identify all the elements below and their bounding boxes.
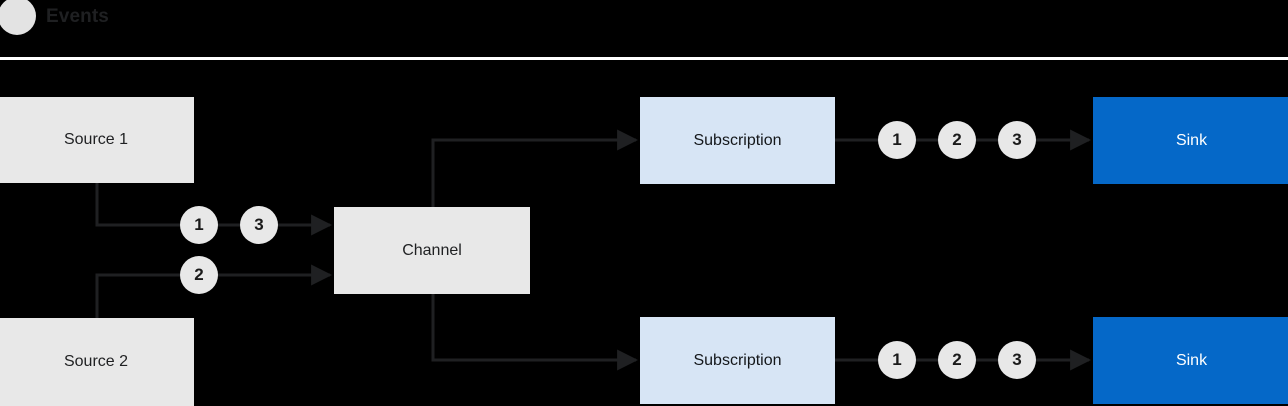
event-token: 2	[938, 121, 976, 159]
event-token: 2	[938, 341, 976, 379]
node-subscription-bottom[interactable]: Subscription	[640, 317, 835, 404]
node-sink-top[interactable]: Sink	[1093, 97, 1288, 184]
event-token: 1	[180, 206, 218, 244]
event-token: 3	[998, 341, 1036, 379]
event-token: 3	[998, 121, 1036, 159]
page-title: Events	[46, 6, 109, 27]
node-channel[interactable]: Channel	[334, 207, 530, 294]
event-token: 2	[180, 256, 218, 294]
event-token: 1	[878, 341, 916, 379]
event-token: 3	[240, 206, 278, 244]
node-source-2[interactable]: Source 2	[0, 318, 194, 406]
node-source-1[interactable]: Source 1	[0, 97, 194, 183]
wire-channel-to-subscription-top	[431, 129, 639, 207]
wire-channel-to-subscription-bottom	[431, 294, 639, 371]
node-subscription-top[interactable]: Subscription	[640, 97, 835, 184]
event-token: 1	[878, 121, 916, 159]
node-sink-bottom[interactable]: Sink	[1093, 317, 1288, 404]
header-divider	[0, 57, 1288, 60]
circle-icon	[0, 0, 36, 35]
